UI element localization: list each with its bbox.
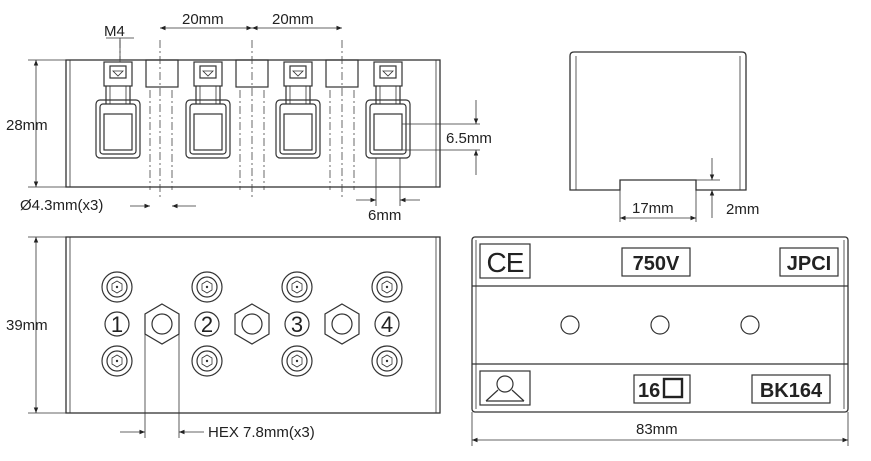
svg-text:750V: 750V (633, 253, 680, 275)
mounting-hole-3 (740, 315, 760, 335)
m4-label: M4 (104, 23, 125, 40)
terminal-height-label: 6.5mm (446, 130, 492, 147)
svg-text:JPCI: JPCI (787, 253, 831, 275)
screw-bottom-4 (371, 345, 403, 377)
screw-top-2 (191, 271, 223, 303)
top-view-body (65, 236, 441, 414)
svg-text:4: 4 (381, 312, 393, 337)
top-view: 1 2 3 4 39mm HEX 7.8mm(x3) (6, 236, 441, 441)
svg-text:2: 2 (201, 312, 213, 337)
label-view: CE 750V JPCI 16 BK1 (471, 236, 849, 446)
pitch-label-2: 20mm (272, 11, 314, 28)
notch-width-label: 17mm (632, 200, 674, 217)
svg-text:CE: CE (487, 247, 524, 278)
position-2: 2 (194, 311, 220, 337)
side-view: 17mm 2mm (569, 51, 759, 222)
hex-size-label: HEX 7.8mm(x3) (208, 424, 315, 441)
svg-text:3: 3 (291, 312, 303, 337)
pitch-label-1: 20mm (182, 11, 224, 28)
position-4: 4 (374, 311, 400, 337)
svg-text:BK164: BK164 (760, 380, 823, 402)
front-terminal-2 (185, 61, 231, 159)
screw-bottom-1 (101, 345, 133, 377)
svg-text:16: 16 (638, 380, 660, 402)
screw-bottom-2 (191, 345, 223, 377)
front-view-body (65, 59, 441, 188)
screw-top-4 (371, 271, 403, 303)
model-marking: BK164 (751, 374, 831, 404)
position-1: 1 (104, 311, 130, 337)
hex-nut-1 (144, 303, 180, 345)
hex-nut-3 (324, 303, 360, 345)
position-3: 3 (284, 311, 310, 337)
front-terminal-1 (95, 61, 141, 159)
ce-mark: CE (479, 243, 531, 279)
certification-logo (479, 370, 531, 406)
front-terminal-3 (275, 61, 321, 159)
front-view: M4 20mm 20mm 28mm Ø4.3mm(x3) 6.5mm 6mm (6, 11, 492, 224)
mounting-hole-1 (560, 315, 580, 335)
hole-diameter-label: Ø4.3mm(x3) (20, 197, 103, 214)
terminal-width-label: 6mm (368, 207, 401, 224)
hex-nut-2 (234, 303, 270, 345)
height-28mm-label: 28mm (6, 117, 48, 134)
front-terminal-4 (365, 61, 411, 159)
size-marking: 16 (633, 374, 691, 404)
screw-top-1 (101, 271, 133, 303)
depth-39mm-label: 39mm (6, 317, 48, 334)
length-83mm-label: 83mm (636, 421, 678, 438)
notch-depth-label: 2mm (726, 201, 759, 218)
screw-bottom-3 (281, 345, 313, 377)
voltage-marking: 750V (621, 247, 691, 277)
screw-top-3 (281, 271, 313, 303)
mounting-hole-2 (650, 315, 670, 335)
brand-marking: JPCI (779, 247, 839, 277)
svg-text:1: 1 (111, 312, 123, 337)
side-view-body (569, 51, 747, 191)
label-view-body (471, 236, 849, 413)
